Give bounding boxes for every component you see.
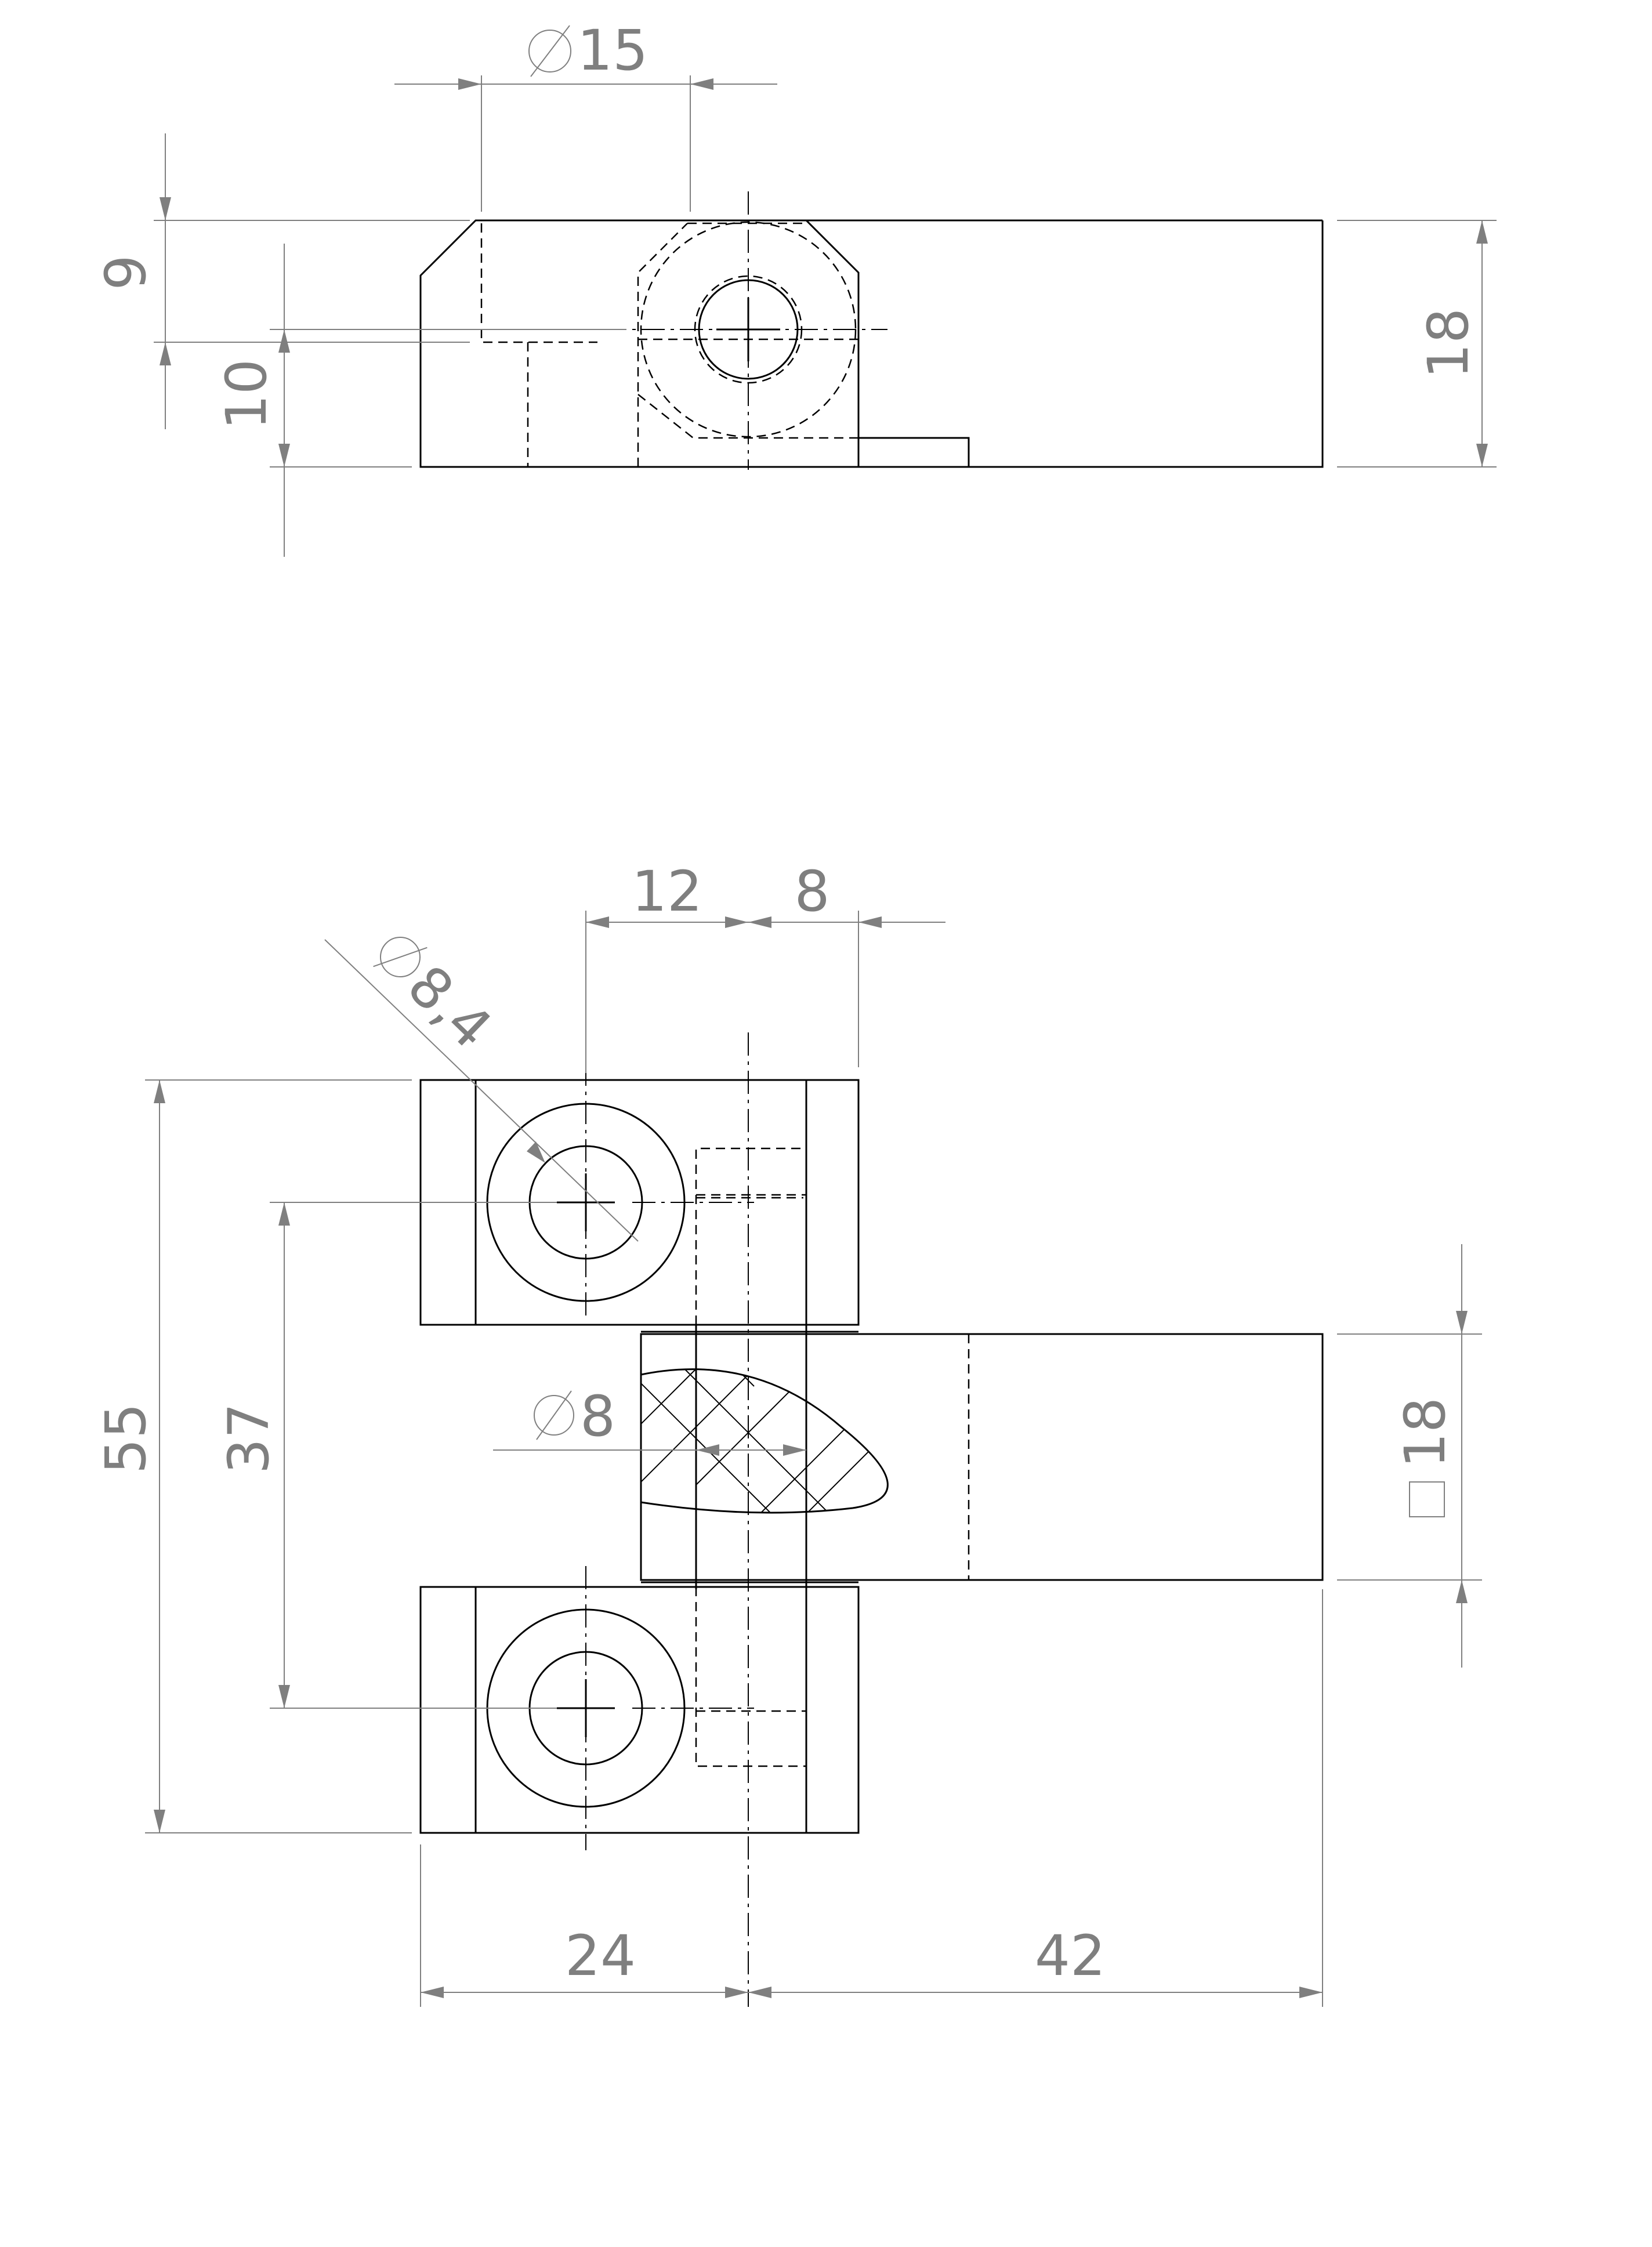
dim-text-offset-left: 12 [632,859,702,924]
dim-text-width-left: 24 [565,1923,636,1988]
dim-text-pin-diameter: 8 [580,1384,615,1449]
middle-block [640,1325,1324,1589]
dim-text-width-right: 42 [1035,1923,1106,1988]
dim-square-section: 18 [1337,1244,1482,1668]
top-view: 15 9 10 18 [93,18,1497,557]
square-symbol [1409,1481,1445,1517]
dim-hole-spacing: 37 [216,1202,557,1709]
dim-text-overall-length: 55 [93,1403,158,1474]
dim-text-axis-height: 10 [214,359,279,430]
dim-widths: 24 42 [420,1589,1323,2007]
dim-text-hole-diameter: 8,4 [395,953,504,1061]
dim-text-overall-height: 18 [1416,308,1481,379]
dim-axis-height: 10 [214,244,626,557]
top-view-hidden-lines [480,221,858,467]
dim-offsets: 12 8 [585,859,945,1073]
dim-text-top-offset: 9 [93,255,158,290]
dim-text-hole-spacing: 37 [216,1403,281,1474]
dim-text-offset-right: 8 [794,859,829,924]
front-view-centerlines [557,986,754,2007]
dim-bore-diameter: 15 [394,18,777,212]
dim-overall-height: 18 [1337,220,1497,467]
dim-top-offset: 9 [93,133,470,429]
lower-block [419,1586,860,1834]
dim-hole-diameter: 8,4 [324,937,639,1242]
dim-text-square-section: 18 [1393,1397,1458,1468]
top-view-outline [419,219,1324,468]
top-view-centerlines [603,191,887,470]
dim-text-bore-diameter: 15 [577,18,648,83]
dim-pin-diameter: 8 [493,1384,806,1456]
front-view: 12 8 8,4 8 [93,859,1482,2007]
dim-overall-length: 55 [93,1079,412,1833]
